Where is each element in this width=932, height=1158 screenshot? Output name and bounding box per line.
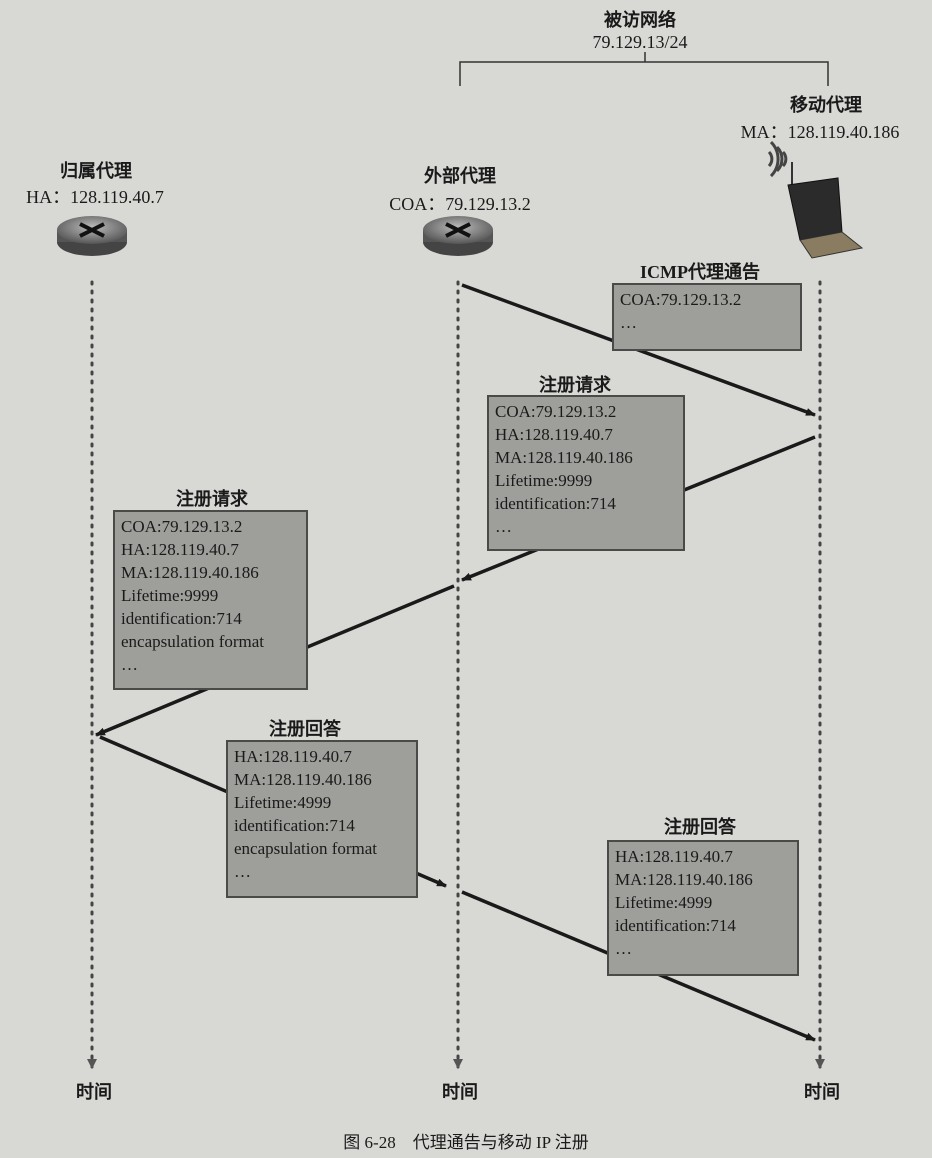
message-label: ICMP代理通告 — [640, 262, 760, 282]
field: Lifetime:9999 — [495, 471, 593, 490]
field: Lifetime:9999 — [121, 586, 219, 605]
field: HA:128.119.40.7 — [615, 847, 733, 866]
field: Lifetime:4999 — [234, 793, 332, 812]
message-label: 注册回答 — [664, 817, 736, 837]
field: HA:128.119.40.7 — [495, 425, 613, 444]
registration-request-box-ma: COA:79.129.13.2 HA:128.119.40.7 MA:128.1… — [487, 395, 685, 551]
field: MA:128.119.40.186 — [615, 870, 753, 889]
mobile-agent-title: 移动代理 — [790, 95, 862, 115]
home-agent-title: 归属代理 — [60, 161, 132, 181]
laptop-icon — [787, 162, 864, 259]
wifi-icon — [767, 140, 788, 178]
field: HA:128.119.40.7 — [121, 540, 239, 559]
figure-caption: 图 6-28 代理通告与移动 IP 注册 — [343, 1133, 589, 1152]
home-agent-address: HA：128.119.40.7 — [26, 187, 164, 207]
field: encapsulation format — [234, 839, 378, 858]
field: encapsulation format — [121, 632, 265, 651]
mobile-agent-address: MA：128.119.40.186 — [740, 122, 900, 142]
home-agent-router-icon — [57, 216, 127, 256]
registration-reply-box-fa: HA:128.119.40.7 MA:128.119.40.186 Lifeti… — [607, 840, 799, 976]
foreign-agent-title: 外部代理 — [424, 166, 496, 186]
mobile-agent-time-label: 时间 — [804, 1082, 840, 1102]
registration-request-box-fa: COA:79.129.13.2 HA:128.119.40.7 MA:128.1… — [113, 510, 308, 690]
field: identification:714 — [234, 816, 355, 835]
field: … — [615, 939, 632, 958]
visited-network-subnet: 79.129.13/24 — [592, 32, 688, 52]
foreign-agent-time-label: 时间 — [442, 1082, 478, 1102]
message-label: 注册回答 — [269, 719, 341, 739]
field: … — [121, 655, 138, 674]
registration-reply-box-ha: HA:128.119.40.7 MA:128.119.40.186 Lifeti… — [226, 740, 418, 898]
field: identification:714 — [495, 494, 616, 513]
field: … — [495, 517, 512, 536]
field: … — [234, 862, 251, 881]
field: COA:79.129.13.2 — [121, 517, 243, 536]
foreign-agent-router-icon — [423, 216, 493, 256]
visited-network-title: 被访网络 — [604, 10, 676, 30]
message-label: 注册请求 — [539, 375, 611, 395]
field: … — [620, 313, 637, 332]
field: Lifetime:4999 — [615, 893, 713, 912]
field: identification:714 — [121, 609, 242, 628]
field: COA:79.129.13.2 — [620, 290, 742, 309]
foreign-agent-address: COA：79.129.13.2 — [389, 194, 531, 214]
home-agent-time-label: 时间 — [76, 1082, 112, 1102]
field: identification:714 — [615, 916, 736, 935]
field: MA:128.119.40.186 — [234, 770, 372, 789]
visited-network-bracket — [459, 52, 829, 86]
icmp-advertisement-box: COA:79.129.13.2 … — [612, 283, 802, 351]
field: COA:79.129.13.2 — [495, 402, 617, 421]
message-label: 注册请求 — [176, 489, 248, 509]
field: MA:128.119.40.186 — [121, 563, 259, 582]
field: MA:128.119.40.186 — [495, 448, 633, 467]
field: HA:128.119.40.7 — [234, 747, 352, 766]
